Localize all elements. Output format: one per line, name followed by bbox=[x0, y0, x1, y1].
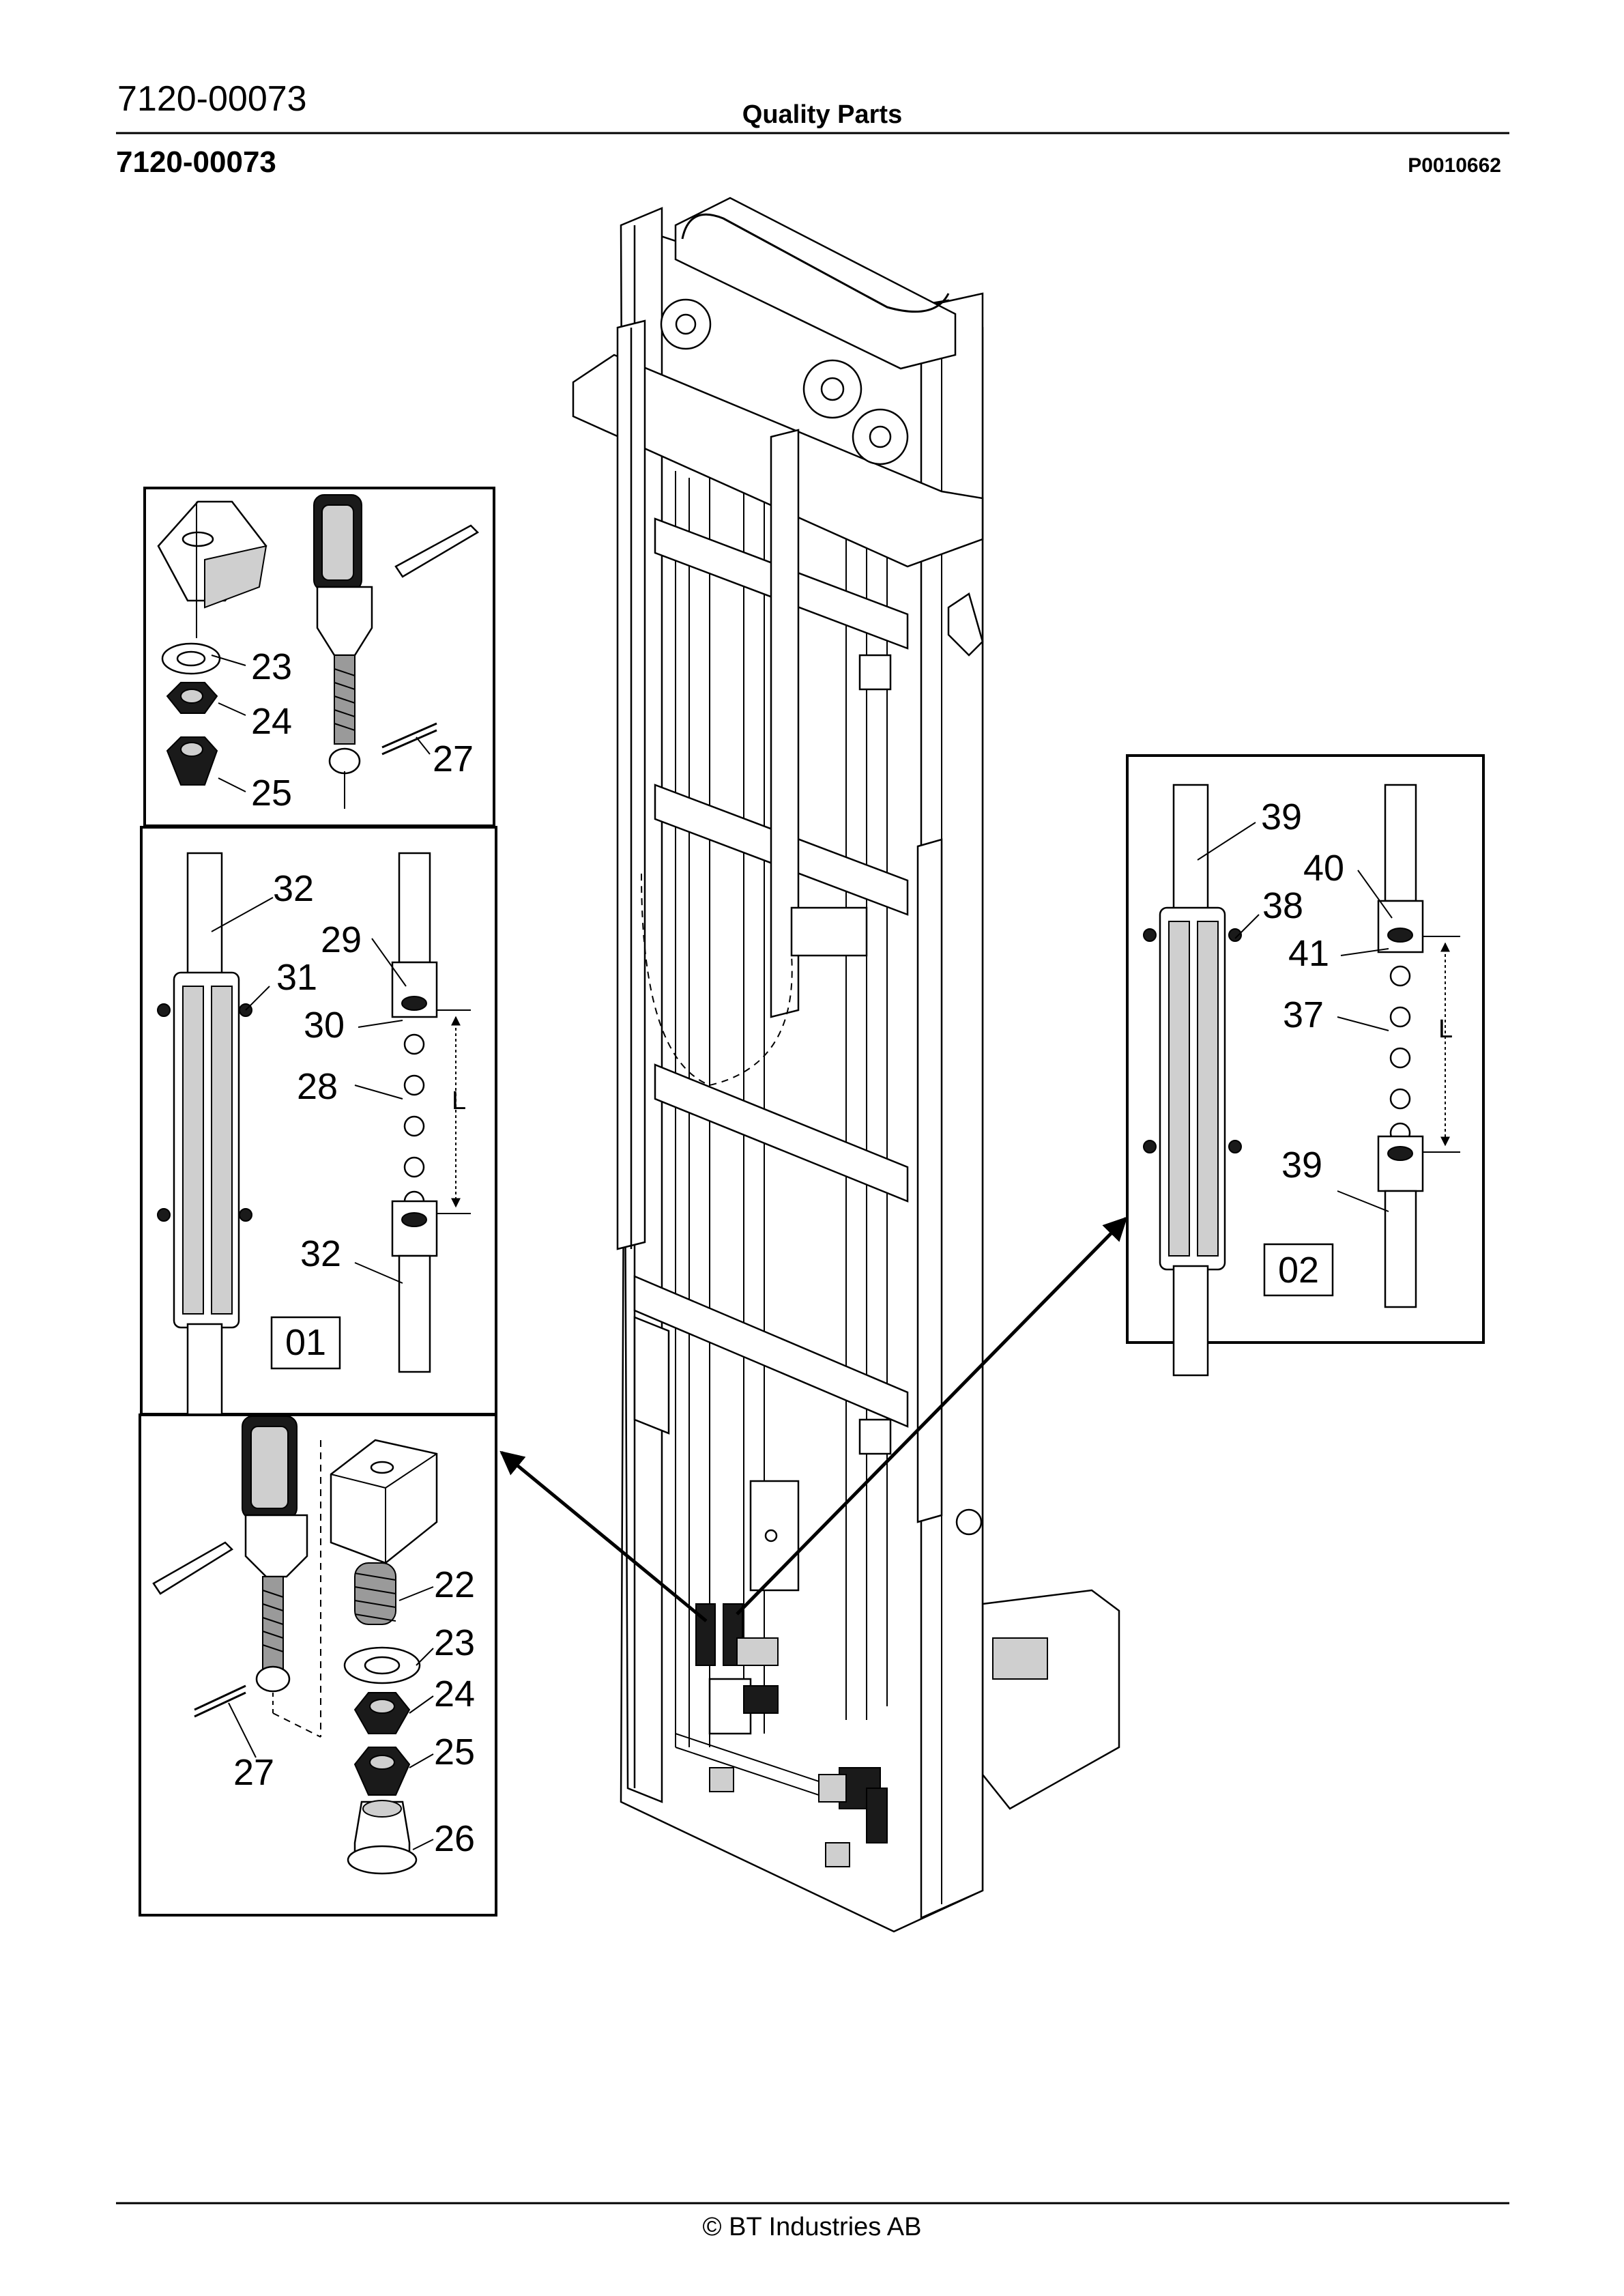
callout-32-top: 32 bbox=[273, 868, 314, 909]
callout-31: 31 bbox=[276, 957, 317, 998]
callout-40: 40 bbox=[1303, 848, 1344, 889]
callout-25-top: 25 bbox=[251, 773, 292, 814]
callout-27-bottom: 27 bbox=[233, 1752, 274, 1793]
callout-24-top: 24 bbox=[251, 701, 292, 742]
callout-29: 29 bbox=[321, 919, 362, 960]
drawing-id: P0010662 bbox=[1408, 154, 1501, 177]
detail-top-left bbox=[157, 494, 480, 809]
callout-37: 37 bbox=[1283, 994, 1324, 1035]
callout-39-top: 39 bbox=[1261, 797, 1302, 837]
mast-assembly bbox=[572, 197, 1120, 1933]
callout-28: 28 bbox=[297, 1066, 338, 1107]
chain-01-length: L bbox=[452, 1087, 466, 1115]
doc-number: 7120-00073 bbox=[117, 79, 307, 119]
callout-23-bottom: 23 bbox=[434, 1622, 475, 1663]
detail-chain-02 bbox=[1143, 784, 1460, 1377]
chain-01-label-box bbox=[270, 1316, 341, 1370]
callout-24-bottom: 24 bbox=[434, 1674, 475, 1714]
detail-chain-01 bbox=[157, 852, 471, 1428]
callout-38: 38 bbox=[1262, 885, 1303, 926]
arrow-to-detail-01 bbox=[499, 1450, 708, 1622]
callout-25-bottom: 25 bbox=[434, 1732, 475, 1773]
chain-02-label-box bbox=[1263, 1243, 1334, 1297]
chain-02-length: L bbox=[1438, 1015, 1453, 1044]
detail-bottom-left bbox=[152, 1416, 438, 1875]
callout-41: 41 bbox=[1288, 933, 1329, 974]
callout-22: 22 bbox=[434, 1564, 475, 1605]
callout-23-top: 23 bbox=[251, 646, 292, 687]
footer-copyright: © BT Industries AB bbox=[703, 2213, 922, 2241]
callout-39-bottom: 39 bbox=[1281, 1145, 1322, 1186]
part-number: 7120-00073 bbox=[116, 145, 276, 179]
callout-32-bottom: 32 bbox=[300, 1233, 341, 1274]
chain-02-box-label: 02 bbox=[1278, 1250, 1319, 1291]
arrow-to-detail-02 bbox=[736, 1216, 1128, 1616]
chain-01-box-label: 01 bbox=[285, 1322, 326, 1363]
callout-30: 30 bbox=[304, 1005, 345, 1046]
callout-26: 26 bbox=[434, 1818, 475, 1859]
callout-27-top: 27 bbox=[433, 738, 474, 779]
center-title: Quality Parts bbox=[742, 100, 902, 129]
